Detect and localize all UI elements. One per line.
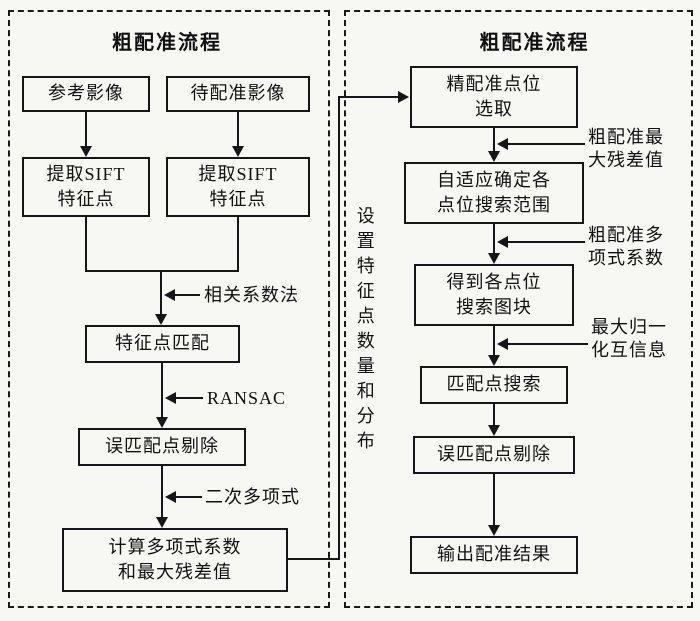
- right-panel-title: 粗配准流程: [479, 32, 590, 54]
- arrow-target-to-sift-head: [232, 146, 244, 157]
- label-correlation-line: [175, 294, 200, 296]
- label-ransac-arrowhead: [165, 392, 176, 404]
- box-adaptive-search-range-line1: 自适应确定各: [437, 169, 551, 190]
- annotation-mutual-info-arrowhead: [497, 338, 508, 350]
- box-reference-image: 参考影像: [22, 76, 150, 112]
- box-compute-polynomial-line1: 计算多项式系数: [108, 536, 242, 557]
- box-adaptive-search-range: 自适应确定各 点位搜索范围: [404, 162, 584, 224]
- arrow-select-to-adaptive-head: [488, 151, 500, 162]
- arrow-search-to-removal-head: [488, 425, 500, 436]
- label-quadratic-arrowhead: [165, 491, 176, 503]
- merge-line-horizontal: [85, 270, 239, 272]
- label-quadratic-polynomial: 二次多项式: [205, 487, 300, 507]
- box-compute-polynomial: 计算多项式系数 和最大残差值: [62, 528, 288, 592]
- connector-arrowhead: [398, 91, 409, 103]
- label-correlation-method: 相关系数法: [204, 285, 299, 305]
- connector-vertical-line: [338, 96, 340, 560]
- box-extract-sift-right-line2: 特征点: [209, 189, 267, 209]
- right-flow-panel: [344, 10, 693, 608]
- box-fine-point-selection-line1: 精配准点位: [446, 73, 542, 94]
- box-output-result-label: 输出配准结果: [437, 544, 551, 565]
- annotation-poly-coef-line: [508, 241, 585, 243]
- arrow-search-to-removal-line: [493, 404, 495, 425]
- annotation-poly-coef-line2: 项式系数: [588, 248, 664, 269]
- arrow-blocks-to-search-head: [488, 355, 500, 366]
- label-ransac: RANSAC: [207, 388, 287, 408]
- box-mismatch-removal-right-label: 误匹配点剔除: [437, 444, 551, 465]
- box-compute-polynomial-line2: 和最大残差值: [118, 562, 232, 582]
- arrow-select-to-adaptive-line: [493, 128, 495, 151]
- merge-line-right: [237, 217, 239, 270]
- box-mismatch-removal-left: 误匹配点剔除: [78, 428, 246, 466]
- arrow-removal-to-output-line: [493, 474, 495, 525]
- box-extract-sift-left: 提取SIFT 特征点: [22, 157, 150, 217]
- label-correlation-arrowhead: [164, 289, 175, 301]
- label-quadratic-line: [176, 496, 202, 498]
- annotation-max-residual: 粗配准最 大残差值: [588, 126, 664, 173]
- arrow-match-to-removal-head: [156, 417, 168, 428]
- box-feature-matching: 特征点匹配: [85, 325, 240, 363]
- box-extract-sift-right: 提取SIFT 特征点: [166, 157, 310, 217]
- connector-bottom-line: [288, 558, 340, 560]
- arrow-ref-to-sift-head: [80, 146, 92, 157]
- box-extract-sift-right-line1: 提取SIFT: [198, 163, 278, 184]
- annotation-max-residual-line1: 粗配准最: [588, 127, 664, 147]
- annotation-max-residual-line2: 大残差值: [588, 150, 664, 171]
- box-mismatch-removal-left-label: 误匹配点剔除: [105, 436, 219, 457]
- arrow-merge-to-match-line: [160, 270, 162, 314]
- box-image-to-register-label: 待配准影像: [190, 83, 286, 104]
- arrow-blocks-to-search-line: [493, 326, 495, 355]
- label-feature-point-settings: 设置特征点数量和分布: [354, 206, 375, 456]
- left-flow-panel: [8, 10, 330, 608]
- arrow-match-to-removal-line: [161, 363, 163, 417]
- box-image-to-register: 待配准影像: [166, 76, 310, 112]
- arrow-adaptive-to-blocks-head: [488, 253, 500, 264]
- box-feature-matching-label: 特征点匹配: [115, 333, 210, 354]
- annotation-mutual-info-line: [508, 343, 588, 345]
- box-mismatch-removal-right: 误匹配点剔除: [413, 436, 575, 474]
- annotation-polynomial-coefficients: 粗配准多 项式系数: [588, 224, 664, 271]
- box-adaptive-search-range-line2: 点位搜索范围: [437, 195, 551, 215]
- box-fine-point-selection-line2: 选取: [475, 99, 513, 119]
- box-extract-sift-left-line2: 特征点: [57, 189, 115, 209]
- arrow-removal-to-poly-head: [156, 517, 168, 528]
- annotation-max-residual-line: [508, 143, 585, 145]
- box-output-result: 输出配准结果: [410, 536, 578, 574]
- annotation-mutual-information: 最大归一 化互信息: [591, 316, 667, 363]
- box-search-blocks: 得到各点位 搜索图块: [414, 264, 574, 326]
- arrow-ref-to-sift-line: [85, 112, 87, 146]
- arrow-removal-to-poly-line: [161, 466, 163, 517]
- annotation-poly-coef-line1: 粗配准多: [588, 225, 664, 245]
- box-reference-image-label: 参考影像: [48, 83, 124, 104]
- label-ransac-line: [176, 397, 203, 399]
- annotation-mutual-info-line2: 化互信息: [591, 340, 667, 361]
- box-matching-point-search: 匹配点搜索: [420, 366, 568, 404]
- box-matching-point-search-label: 匹配点搜索: [446, 374, 542, 395]
- arrow-removal-to-output-head: [488, 525, 500, 536]
- annotation-max-residual-arrowhead: [497, 138, 508, 150]
- connector-top-line: [338, 96, 398, 98]
- box-search-blocks-line2: 搜索图块: [456, 297, 532, 317]
- annotation-mutual-info-line1: 最大归一: [591, 317, 667, 337]
- arrow-merge-to-match-head: [155, 314, 167, 325]
- merge-line-left: [85, 217, 87, 270]
- box-extract-sift-left-line1: 提取SIFT: [46, 163, 126, 184]
- left-panel-title: 粗配准流程: [112, 32, 222, 54]
- box-fine-point-selection: 精配准点位 选取: [410, 66, 578, 128]
- arrow-adaptive-to-blocks-line: [493, 224, 495, 253]
- box-search-blocks-line1: 得到各点位: [446, 271, 542, 292]
- arrow-target-to-sift-line: [237, 112, 239, 146]
- annotation-poly-coef-arrowhead: [497, 236, 508, 248]
